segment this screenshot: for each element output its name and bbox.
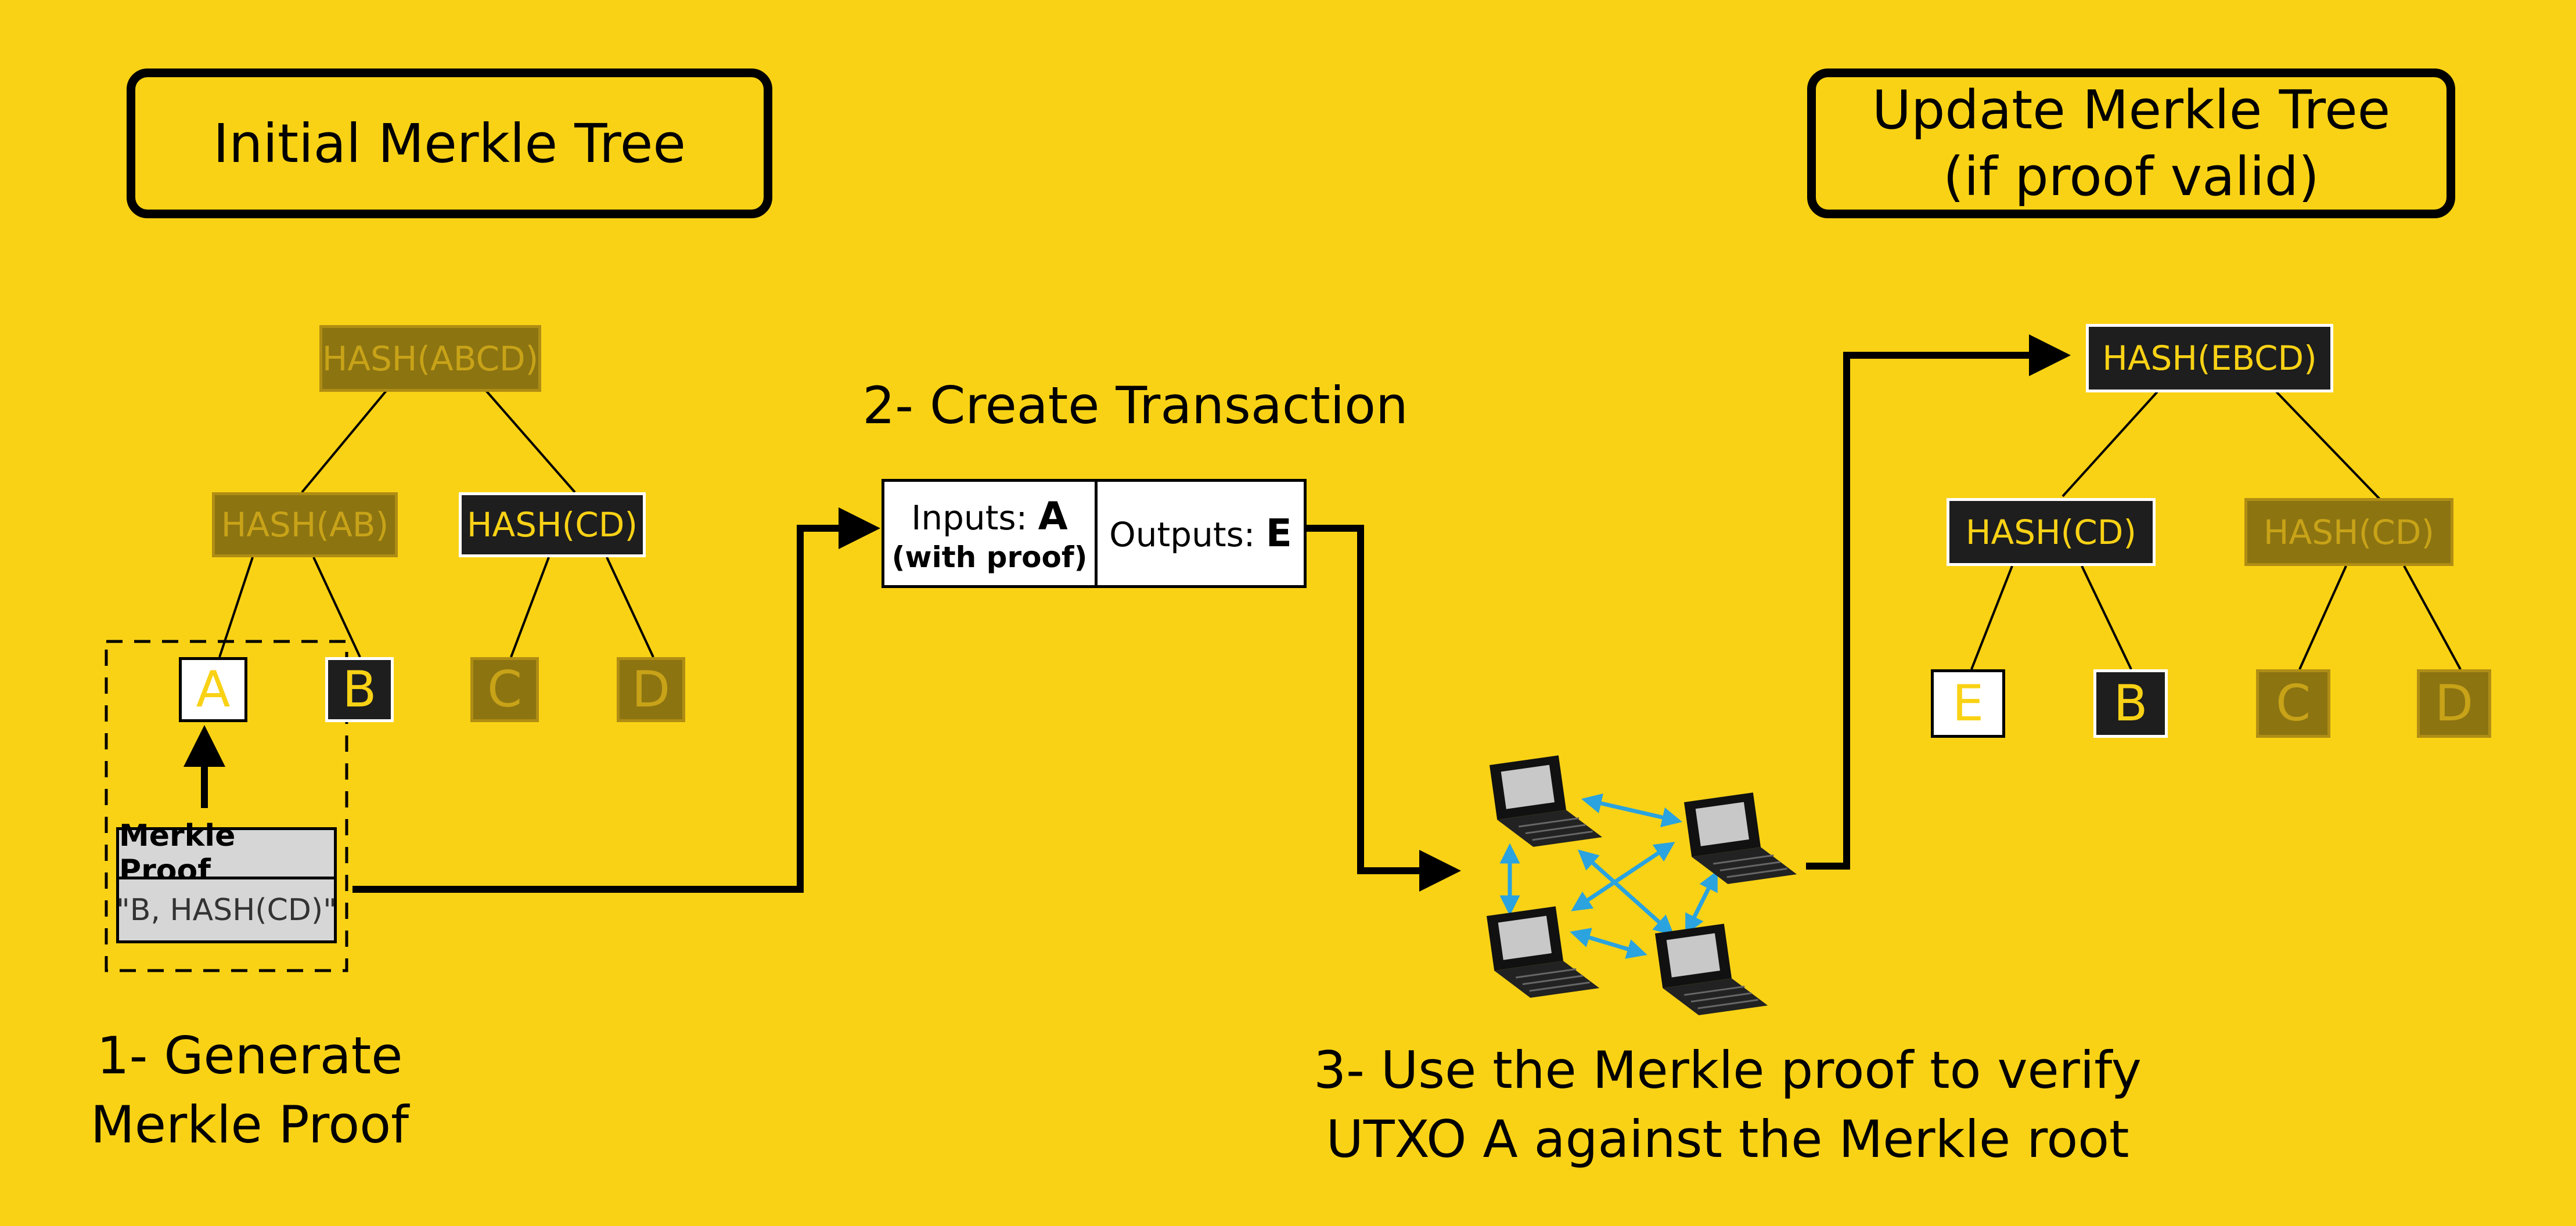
flow-arrow-to-updated-root: [1806, 334, 2071, 870]
updated-leaf-c: C: [2256, 669, 2330, 738]
updated-left-node: HASH(CD): [1947, 498, 2156, 566]
merkle-proof-value: "B, HASH(CD)": [116, 879, 337, 943]
inputs-note: (with proof): [891, 540, 1088, 575]
initial-right-node: HASH(CD): [459, 492, 646, 557]
initial-tree-title-text: Initial Merkle Tree: [213, 112, 686, 175]
step1-line1: 1- Generate: [96, 1026, 403, 1086]
laptop-icon: [1487, 906, 1600, 998]
outputs-value: E: [1265, 510, 1292, 556]
network-arrows: [1499, 793, 1718, 959]
updated-leaf-e: E: [1931, 669, 2005, 738]
laptop-icon: [1655, 924, 1768, 1015]
initial-leaf-b: B: [325, 657, 394, 722]
initial-leaf-a: A: [179, 657, 247, 722]
initial-tree-edges: [218, 385, 654, 658]
updated-root-node: HASH(EBCD): [2086, 324, 2333, 392]
initial-root-node: HASH(ABCD): [319, 325, 541, 392]
updated-right-node: HASH(CD): [2244, 498, 2453, 566]
proof-region-dashed: [105, 640, 348, 972]
flow-arrow-to-network: [1307, 525, 1461, 892]
update-tree-title-line1: Update Merkle Tree: [1872, 79, 2391, 141]
updated-tree-edges: [1970, 391, 2462, 670]
initial-left-node: HASH(AB): [212, 492, 398, 557]
laptop-icon: [1684, 792, 1797, 884]
updated-leaf-d: D: [2417, 669, 2491, 738]
laptop-icon: [1490, 755, 1603, 847]
inputs-value: A: [1038, 493, 1068, 539]
step1-line2: Merkle Proof: [90, 1094, 409, 1155]
initial-tree-title: Initial Merkle Tree: [127, 68, 772, 218]
step1-caption: 1- Generate Merkle Proof: [35, 1022, 465, 1160]
step3-line1: 3- Use the Merkle proof to verify: [1314, 1040, 2142, 1100]
initial-leaf-d: D: [617, 657, 685, 722]
update-tree-title-line2: (if proof valid): [1943, 146, 2319, 208]
update-tree-title: Update Merkle Tree (if proof valid): [1807, 68, 2455, 218]
merkle-proof-header: Merkle Proof: [116, 818, 337, 888]
inputs-label: Inputs:: [911, 497, 1028, 538]
step2-caption: 2- Create Transaction: [862, 376, 1408, 435]
flow-arrow-to-transaction: [352, 507, 880, 893]
transaction-inputs: Inputs: A (with proof): [882, 479, 1098, 588]
updated-leaf-b: B: [2093, 669, 2168, 738]
step3-line2: UTXO A against the Merkle root: [1326, 1109, 2129, 1169]
outputs-label: Outputs:: [1109, 514, 1255, 554]
initial-leaf-c: C: [470, 657, 539, 722]
step3-caption: 3- Use the Merkle proof to verify UTXO A…: [1219, 1036, 2236, 1174]
transaction-outputs: Outputs: E: [1095, 479, 1307, 588]
